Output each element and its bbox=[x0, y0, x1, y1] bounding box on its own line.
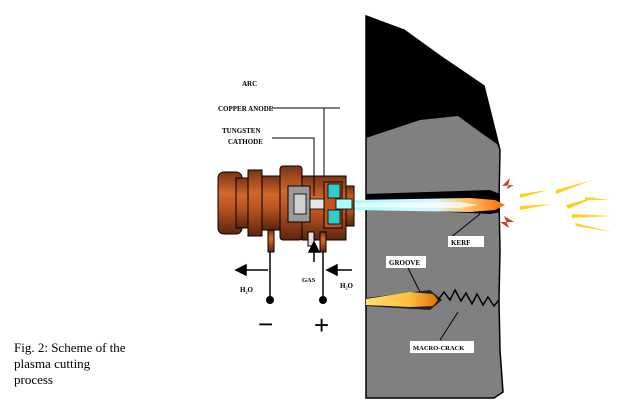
label-macro-crack: MACRO-CRACK bbox=[413, 345, 464, 352]
figure-caption: Fig. 2: Scheme of the plasma cutting pro… bbox=[14, 340, 174, 388]
label-cathode: CATHODE bbox=[228, 138, 263, 146]
flow-arrows bbox=[234, 240, 352, 277]
tungsten-cathode bbox=[309, 198, 325, 210]
sparks bbox=[500, 178, 612, 232]
cooling-water-lower bbox=[327, 209, 341, 225]
workpiece-top-black bbox=[366, 16, 500, 150]
caption-line-1: Fig. 2: Scheme of the bbox=[14, 340, 126, 355]
label-groove-box bbox=[386, 256, 426, 268]
caption-line-2: plasma cutting bbox=[14, 356, 91, 371]
label-h2o-right: H₂O bbox=[340, 282, 354, 290]
label-groove: GROOVE bbox=[389, 259, 420, 267]
feature-leaders bbox=[407, 213, 481, 341]
plasma-jet bbox=[352, 198, 505, 212]
label-macro-crack-box bbox=[410, 341, 474, 353]
label-tungsten: TUNGSTEN bbox=[222, 127, 261, 135]
label-gas: GAS bbox=[302, 277, 316, 284]
caption-line-3: process bbox=[14, 372, 53, 387]
label-kerf-box bbox=[448, 236, 484, 247]
electrical-connections bbox=[269, 252, 324, 298]
plus-sign: + bbox=[314, 310, 329, 340]
label-arc: ARC bbox=[242, 80, 257, 88]
plus-terminal bbox=[319, 296, 327, 304]
minus-sign: − bbox=[258, 309, 273, 339]
label-h2o-left: H₂O bbox=[240, 286, 254, 294]
label-copper-anode: COPPER ANODE bbox=[218, 105, 274, 113]
macro-crack-line bbox=[437, 288, 500, 308]
label-kerf: KERF bbox=[451, 239, 470, 247]
cooling-water-upper bbox=[327, 183, 341, 199]
minus-terminal bbox=[266, 296, 274, 304]
plasma-torch bbox=[217, 165, 355, 253]
groove bbox=[366, 290, 442, 310]
label-leaders bbox=[272, 107, 340, 196]
